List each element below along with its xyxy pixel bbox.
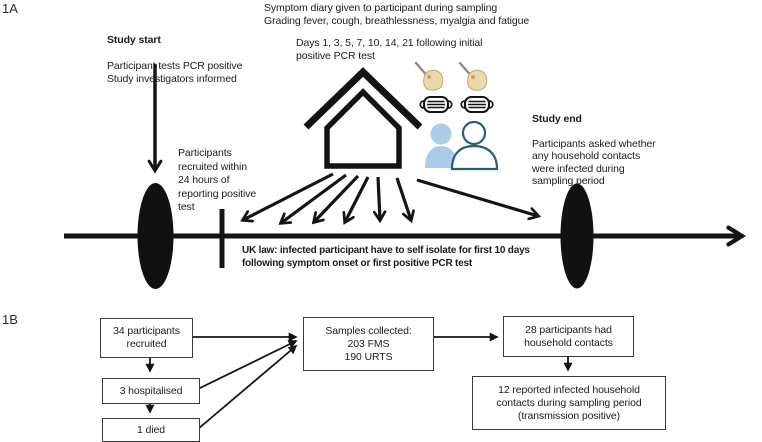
panel-a-label: 1A: [2, 1, 18, 16]
uk-law-note: UK law: infected participant have to sel…: [242, 245, 530, 269]
recruitment-note: Participants recruited within 24 hours o…: [178, 147, 257, 213]
flowchart-arrows: [145, 332, 573, 430]
sampling-arrow: [240, 172, 334, 223]
flow-box-recruited: 34 participants recruited: [100, 318, 193, 358]
timeline-end-ellipse: [560, 183, 594, 289]
sampling-arrow: [342, 176, 370, 225]
sampling-days-note: Days 1, 3, 5, 7, 10, 14, 21 following in…: [296, 37, 483, 62]
hand-holding-swab-icon: [414, 61, 444, 91]
sampling-arrow-long: [416, 178, 542, 221]
sampling-arrows: [240, 172, 542, 225]
household-members-icon: [425, 120, 499, 171]
symptom-diary-note: Symptom diary given to participant durin…: [264, 2, 530, 27]
hand-holding-swab-icon: [458, 61, 488, 91]
study-start-body: Participant tests PCR positive Study inv…: [107, 60, 243, 85]
flow-box-contacts: 28 participants had household contacts: [503, 316, 634, 357]
study-end-note: Study end Participants asked whether any…: [532, 100, 656, 188]
face-mask-icon: [460, 95, 494, 114]
flow-box-died: 1 died: [102, 418, 200, 442]
study-end-title: Study end: [532, 112, 582, 125]
sampling-arrow: [278, 173, 347, 225]
sampling-arrow: [372, 176, 387, 224]
arrow-died-to-samples: [197, 344, 298, 430]
flow-box-samples: Samples collected: 203 FMS 190 URTS: [303, 317, 434, 371]
arrow-hospitalised-to-samples: [197, 340, 298, 390]
study-start-note: Study start Participant tests PCR positi…: [107, 21, 242, 86]
sampling-arrow: [311, 174, 360, 225]
flow-box-transmission: 12 reported infected household contacts …: [472, 376, 666, 430]
flow-box-hospitalised: 3 hospitalised: [102, 378, 200, 404]
study-start-title: Study start: [107, 34, 161, 46]
sampling-arrow: [395, 177, 415, 224]
house-icon: [303, 67, 423, 169]
panel-b-label: 1B: [2, 312, 18, 327]
study-end-body: Participants asked whether any household…: [532, 137, 656, 188]
face-mask-icon: [419, 95, 453, 114]
timeline-start-ellipse: [137, 183, 174, 289]
